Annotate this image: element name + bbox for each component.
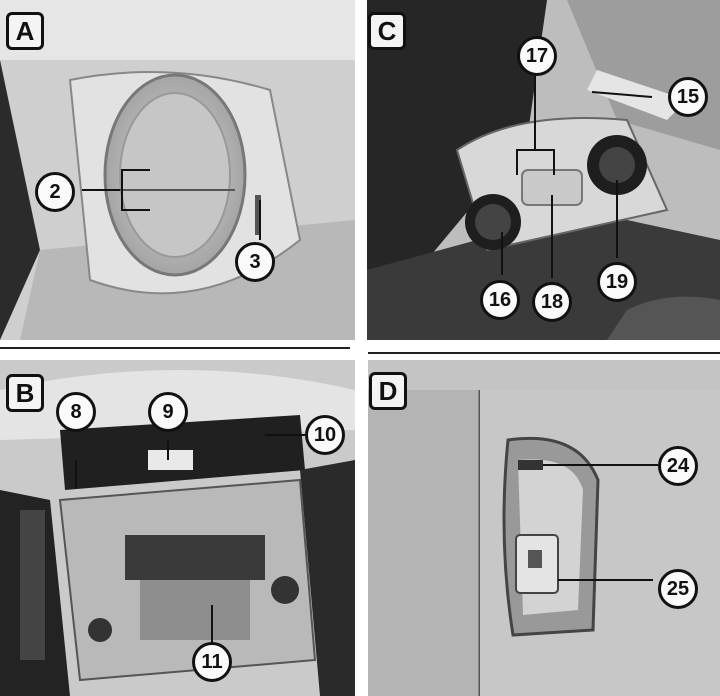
callout-25: 25 — [658, 569, 698, 609]
air-vent-illustration — [0, 0, 355, 340]
horizontal-divider-right — [368, 352, 720, 354]
panel-a-letter: A — [6, 12, 44, 50]
callout-17: 17 — [517, 36, 557, 76]
callout-11: 11 — [192, 642, 232, 682]
callout-8: 8 — [56, 392, 96, 432]
callout-10: 10 — [305, 415, 345, 455]
callout-3: 3 — [235, 242, 275, 282]
panel-c-letter: C — [368, 12, 406, 50]
callout-2: 2 — [35, 172, 75, 212]
callout-16: 16 — [480, 280, 520, 320]
panel-a-photo: A 2 3 — [0, 0, 355, 340]
panel-c-photo: C 17 15 16 18 19 — [367, 0, 720, 340]
callout-19: 19 — [597, 262, 637, 302]
callout-24: 24 — [658, 446, 698, 486]
callout-18: 18 — [532, 282, 572, 322]
panel-d-letter: D — [369, 372, 407, 410]
callout-15: 15 — [668, 77, 708, 117]
door-handle-illustration — [368, 360, 720, 696]
panel-b-letter: B — [6, 374, 44, 412]
horizontal-divider-left — [0, 347, 350, 349]
panel-b-photo: B 8 9 10 11 — [0, 360, 355, 696]
callout-9: 9 — [148, 392, 188, 432]
panel-d-photo: D 24 25 — [368, 360, 720, 696]
